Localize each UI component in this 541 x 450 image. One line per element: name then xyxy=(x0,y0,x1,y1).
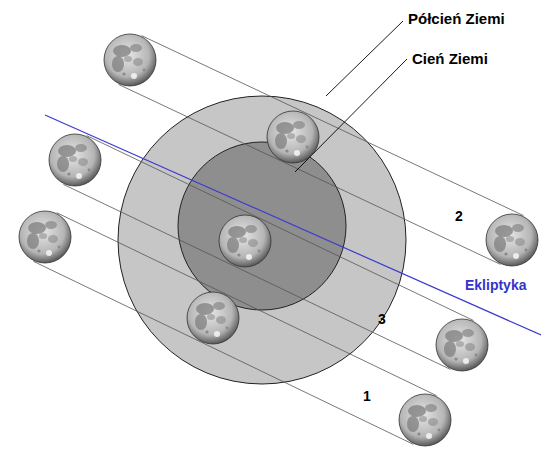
shadow-label: Półcień Ziemi xyxy=(408,10,505,27)
callout-number: 1 xyxy=(363,388,371,404)
shadow-label: Cień Ziemi xyxy=(412,50,488,67)
penumbra xyxy=(118,96,406,384)
moon-paths xyxy=(33,36,523,445)
ecliptic-label: Ekliptyka xyxy=(465,277,526,293)
moons xyxy=(19,34,538,446)
callout-number: 2 xyxy=(455,208,463,224)
umbra xyxy=(178,142,346,310)
callout-number: 3 xyxy=(378,311,386,327)
